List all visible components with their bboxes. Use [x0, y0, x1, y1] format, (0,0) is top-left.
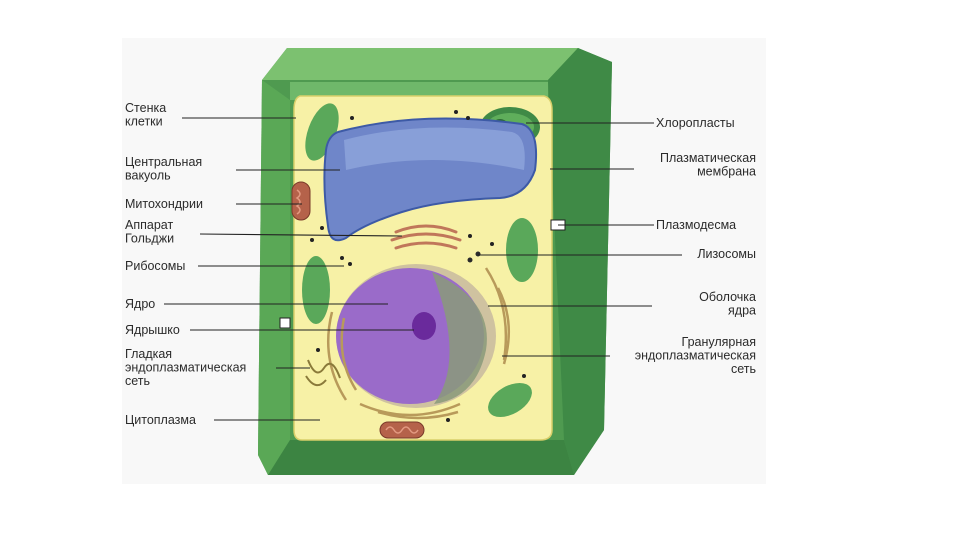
label-line: Плазматическая	[660, 151, 756, 165]
rough-er-shapes	[326, 267, 510, 420]
label-line: эндоплазматическая	[125, 361, 246, 375]
label-plasmodesma: Плазмодесма	[656, 218, 736, 232]
label-chloroplasts: Хлоропласты	[656, 116, 735, 130]
smooth-er-shapes	[305, 359, 341, 387]
label-line: Гранулярная	[682, 335, 757, 349]
label-nucleus: Ядро	[125, 297, 155, 311]
label-nucleolus: Ядрышко	[125, 323, 180, 337]
label-line: мембрана	[697, 165, 756, 179]
label-ribosomes: Рибосомы	[125, 259, 185, 273]
label-line: Рибосомы	[125, 259, 185, 273]
label-line: эндоплазматическая	[635, 349, 756, 363]
label-line: Центральная	[125, 155, 202, 169]
label-line: Цитоплазма	[125, 413, 196, 427]
label-line: Лизосомы	[697, 247, 756, 261]
label-line: Стенка	[125, 101, 166, 115]
golgi-body	[390, 224, 462, 250]
label-line: Гольджи	[125, 232, 174, 246]
label-line: Оболочка	[699, 290, 756, 304]
mitochondria-shapes	[291, 181, 425, 439]
label-lysosomes: Лизосомы	[697, 247, 756, 261]
label-line: Плазмодесма	[656, 218, 736, 232]
label-line: клетки	[125, 115, 163, 129]
label-cytoplasm: Цитоплазма	[125, 413, 196, 427]
ribosome-dots	[310, 110, 526, 422]
label-line: Хлоропласты	[656, 116, 735, 130]
label-line: ядра	[728, 304, 756, 318]
label-line: Митохондрии	[125, 197, 203, 211]
label-line: Ядрышко	[125, 323, 180, 337]
leader-lines	[164, 117, 682, 421]
label-line: Ядро	[125, 297, 155, 311]
label-line: сеть	[731, 362, 756, 376]
label-line: сеть	[125, 374, 150, 388]
label-line: Аппарат	[125, 218, 173, 232]
label-line: вакуоль	[125, 169, 171, 183]
nucleus-shape	[336, 264, 496, 408]
label-line: Гладкая	[125, 347, 172, 361]
label-mitochondria: Митохондрии	[125, 197, 203, 211]
